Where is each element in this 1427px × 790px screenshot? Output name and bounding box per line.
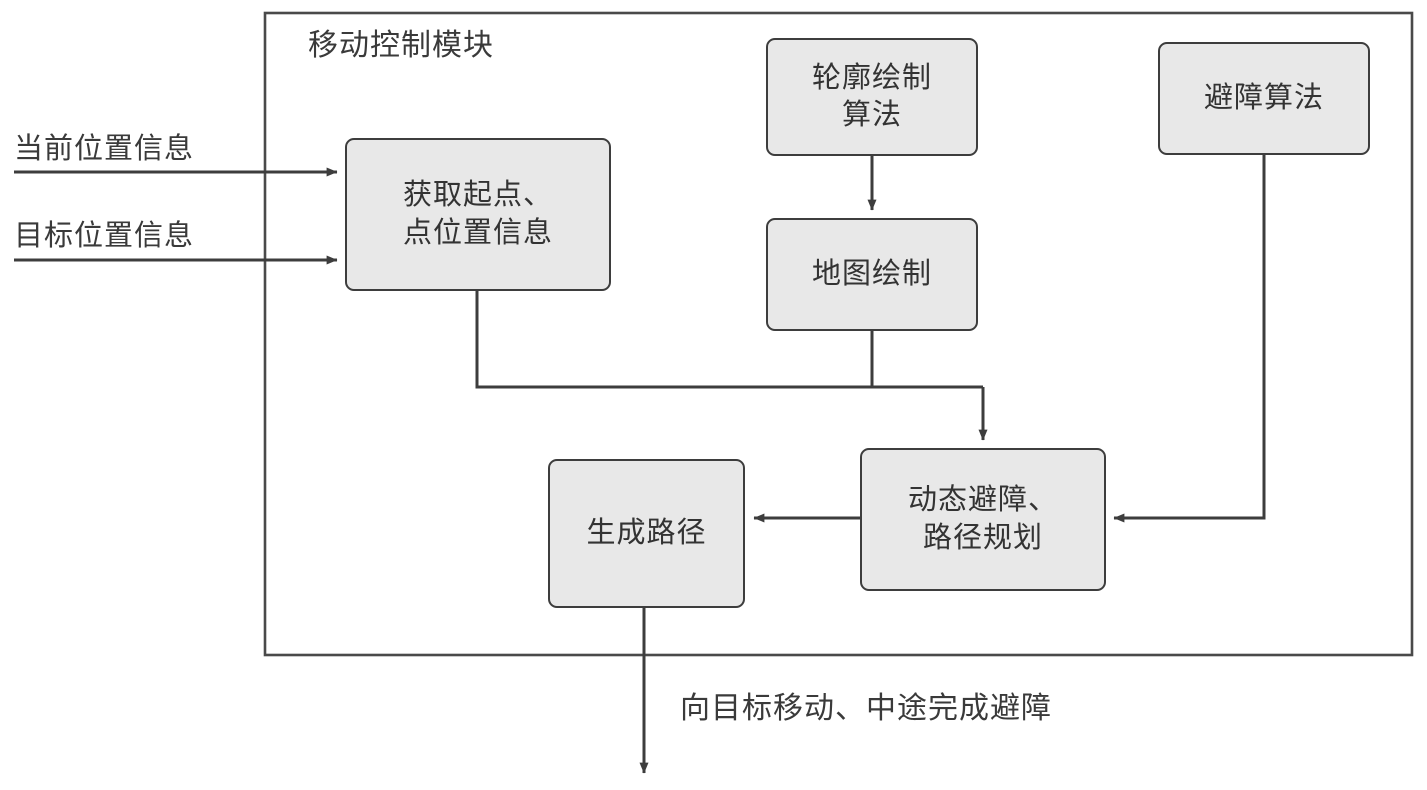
node-obstacle-avoidance-algorithm[interactable]: 避障算法: [1158, 42, 1370, 155]
input-label-current-position: 当前位置信息: [14, 133, 195, 165]
module-container-border: [263, 11, 1414, 657]
module-title: 移动控制模块: [308, 29, 494, 62]
output-caption-move-to-target: 向目标移动、中途完成避障: [680, 692, 1052, 725]
node-get-start-end-position[interactable]: 获取起点、 点位置信息: [345, 138, 611, 291]
edge-get-points-to-dynamic-plan: [475, 291, 983, 389]
node-generate-path[interactable]: 生成路径: [548, 459, 745, 608]
node-dynamic-avoidance-path-planning[interactable]: 动态避障、 路径规划: [860, 448, 1106, 591]
node-contour-drawing-algorithm[interactable]: 轮廓绘制 算法: [766, 38, 978, 156]
node-map-drawing[interactable]: 地图绘制: [766, 218, 978, 331]
edge-avoid-algo-to-dynamic-plan: [1113, 155, 1266, 523]
input-label-target-position: 目标位置信息: [14, 220, 195, 252]
